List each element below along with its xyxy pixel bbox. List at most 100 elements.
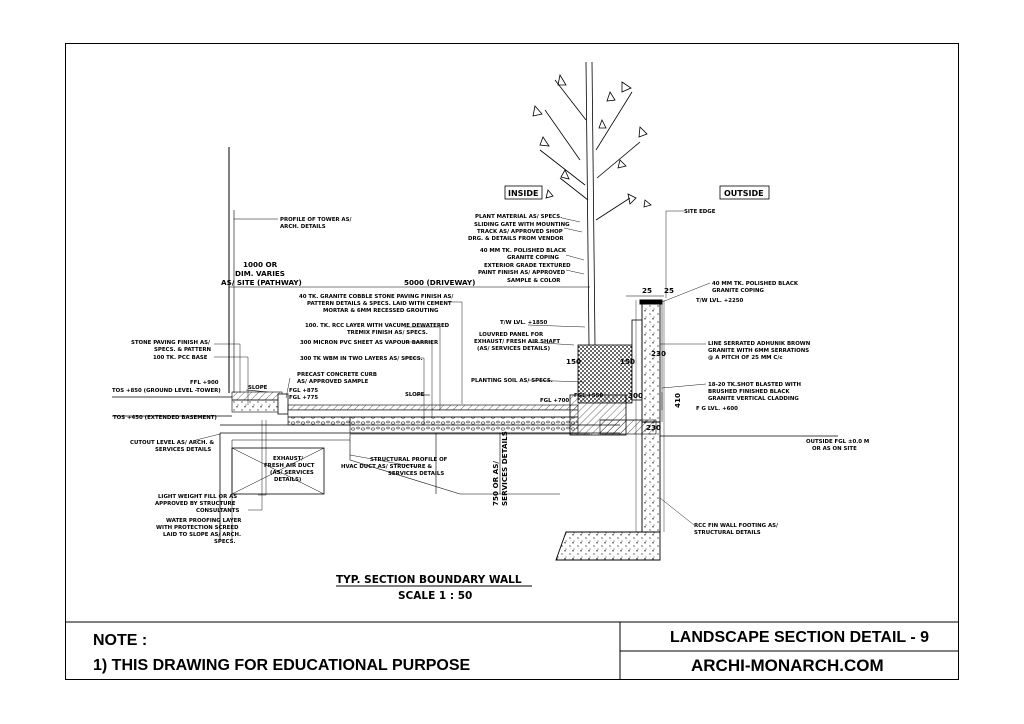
label-hvac-2: HVAC DUCT AS/ STRUCTURE &	[341, 464, 432, 470]
label-pcc: 100 TK. PCC BASE	[153, 355, 208, 361]
label-duct-1: EXHAUST/	[273, 456, 303, 462]
label-stone-1: STONE PAVING FINISH AS/	[131, 340, 210, 346]
dim-750-2: SERVICES DETAILS	[500, 431, 509, 506]
label-footing-1: RCC FIN WALL FOOTING AS/	[694, 523, 778, 529]
sheet-title: LANDSCAPE SECTION DETAIL - 9	[670, 629, 929, 646]
dim-25-a: 25	[642, 286, 652, 295]
label-outfgl-1: OUTSIDE FGL ±0.0 M	[806, 439, 869, 445]
label-slope-1: SLOPE	[248, 385, 268, 391]
label-twlvl-2: T/W LVL. +2250	[696, 298, 743, 304]
label-rcc-1: 100. TK. RCC LAYER WITH VACUME DEWATERED	[305, 323, 450, 329]
label-plant: PLANT MATERIAL AS/ SPECS.	[475, 214, 562, 220]
scale-label: SCALE 1 : 50	[398, 590, 472, 602]
label-slope-2: SLOPE	[405, 392, 425, 398]
dim-150-b: 150	[620, 357, 635, 366]
label-profile-tower-1: PROFILE OF TOWER AS/	[280, 217, 351, 223]
label-coping-out-2: GRANITE COPING	[712, 288, 765, 294]
outside-tag: OUTSIDE	[724, 189, 764, 198]
label-cutout-2: SERVICES DETAILS	[155, 447, 211, 453]
label-lwfill-3: CONSULTANTS	[196, 508, 239, 514]
side-tags: INSIDE OUTSIDE	[504, 185, 770, 200]
label-gate-3: DRG. & DETAILS FROM VENDOR	[468, 236, 564, 242]
title-block: NOTE : 1) THIS DRAWING FOR EDUCATIONAL P…	[65, 621, 959, 680]
label-pvc: 300 MICRON PVC SHEET AS VAPOUR BARRIER	[300, 340, 439, 346]
inside-tag: INSIDE	[508, 189, 539, 198]
label-wbm: 300 TK WBM IN TWO LAYERS AS/ SPECS.	[300, 356, 423, 362]
label-lwfill-1: LIGHT WEIGHT FILL OR AS	[158, 494, 237, 500]
dimension-lines	[229, 286, 664, 494]
note-text: 1) THIS DRAWING FOR EDUCATIONAL PURPOSE	[93, 657, 471, 674]
label-louver-3: (AS/ SERVICES DETAILS)	[477, 346, 550, 352]
label-wp-2: WITH PROTECTION SCREED	[156, 525, 239, 531]
dim-pathway-1: 1000 OR	[243, 260, 278, 269]
label-hvac-3: SERVICES DETAILS	[388, 471, 444, 477]
exhaust-duct	[231, 447, 325, 495]
label-gate-2: TRACK AS/ APPROVED SHOP	[477, 229, 563, 235]
label-lwfill-2: APPROVED BY STRUCTURE	[155, 501, 236, 507]
label-coping-in-2: GRANITE COPING	[507, 255, 560, 261]
dim-150-a: 150	[566, 357, 581, 366]
label-cobble-1: 40 TK. GRANITE COBBLE STONE PAVING FINIS…	[299, 294, 453, 300]
label-fglvl: F G LVL. +600	[696, 406, 738, 412]
dim-410: 410	[673, 393, 682, 408]
dim-driveway: 5000 (DRIVEWAY)	[404, 278, 475, 287]
label-profile-tower-2: ARCH. DETAILS	[280, 224, 326, 230]
label-twlvl-1: T/W LVL. +1850	[500, 320, 547, 326]
dim-pathway-3: AS/ SITE (PATHWAY)	[221, 278, 302, 287]
leader-lines	[195, 210, 711, 526]
dim-750-1: 750 OR AS/	[491, 461, 500, 506]
label-tos-1: TOS +850 (GROUND LEVEL -TOWER)	[112, 388, 221, 394]
label-serr-3: @ A PITCH OF 25 MM C/c	[708, 355, 783, 361]
label-gate-1: SLIDING GATE WITH MOUNTING	[474, 222, 570, 228]
label-shot-2: BRUSHED FINISHED BLACK	[708, 389, 790, 395]
drawing-title: TYP. SECTION BOUNDARY WALL SCALE 1 : 50	[336, 574, 532, 602]
label-louver-1: LOUVRED PANEL FOR	[479, 332, 544, 338]
label-serr-1: LINE SERRATED ADHUNIK BROWN	[708, 341, 811, 347]
label-soil: PLANTING SOIL AS/ SPECS.	[471, 378, 553, 384]
label-tos-2: TOS +450 (EXTENDED BASEMENT)	[113, 415, 217, 421]
label-footing-2: STRUCTURAL DETAILS	[694, 530, 761, 536]
section-title: TYP. SECTION BOUNDARY WALL	[336, 574, 522, 586]
label-stone-2: SPECS. & PATTERN	[154, 347, 211, 353]
annotation-labels: PROFILE OF TOWER AS/ ARCH. DETAILS 1000 …	[112, 209, 869, 545]
drawing-sheet	[65, 43, 959, 680]
label-fgl-small: FGL +550	[574, 393, 603, 399]
label-fgl-875: FGL +875	[289, 388, 318, 394]
tower-profile	[228, 147, 278, 393]
label-ffl: FFL +900	[190, 380, 219, 386]
paving-layers	[112, 391, 620, 540]
label-coping-out-1: 40 MM TK. POLISHED BLACK	[712, 281, 799, 287]
website: ARCHI-MONARCH.COM	[691, 656, 884, 675]
label-fgl-775: FGL +775	[289, 395, 318, 401]
tree	[532, 61, 652, 346]
label-serr-2: GRANITE WITH 6MM SERRATIONS	[708, 348, 809, 354]
label-louver-2: EXHAUST/ FRESH AIR SHAFT	[474, 339, 560, 345]
label-duct-3: (AS/ SERVICES	[270, 470, 314, 476]
label-cobble-2: PATTERN DETAILS & SPECS. LAID WITH CEMEN…	[307, 301, 452, 307]
label-curb-1: PRECAST CONCRETE CURB	[297, 372, 377, 378]
label-cutout-1: CUTOUT LEVEL AS/ ARCH. &	[130, 440, 214, 446]
label-shot-3: GRANITE VERTICAL CLADDING	[708, 396, 799, 402]
label-duct-2: FRESH AIR DUCT	[264, 463, 315, 469]
note-heading: NOTE :	[93, 632, 147, 649]
dim-25-b: 25	[664, 286, 674, 295]
label-fgl-700: FGL +700	[540, 398, 569, 404]
label-rcc-2: TREMIX FINISH AS/ SPECS.	[347, 330, 428, 336]
label-coping-in-1: 40 MM TK. POLISHED BLACK	[480, 248, 567, 254]
label-cobble-3: MORTAR & 6MM RECESSED GROUTING	[323, 308, 439, 314]
label-wp-1: WATER PROOFING LAYER	[166, 518, 242, 524]
label-paint-1: EXTERIOR GRADE TEXTURED	[484, 263, 571, 269]
label-paint-3: SAMPLE & COLOR	[507, 278, 561, 284]
label-curb-2: AS/ APPROVED SAMPLE	[297, 379, 369, 385]
planter	[569, 319, 657, 436]
label-site-edge: SITE EDGE	[684, 209, 716, 215]
dim-300: 300	[628, 391, 643, 400]
label-paint-2: PAINT FINISH AS/ APPROVED	[478, 270, 566, 276]
boundary-wall	[555, 299, 838, 561]
label-wp-4: SPECS.	[214, 539, 236, 545]
label-wp-3: LAID TO SLOPE AS/ ARCH.	[163, 532, 241, 538]
label-hvac-1: STRUCTURAL PROFILE OF	[370, 457, 448, 463]
label-shot-1: 18-20 TK.SHOT BLASTED WITH	[708, 382, 801, 388]
label-duct-4: DETAILS)	[274, 477, 301, 483]
